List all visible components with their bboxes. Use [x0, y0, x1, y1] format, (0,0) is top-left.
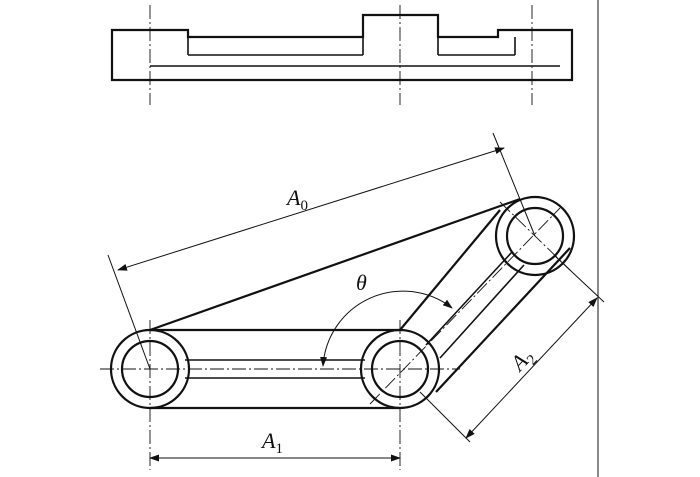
- plan-view: [100, 195, 576, 470]
- top-view: [110, 5, 574, 105]
- a2-dimension-line: [465, 297, 598, 439]
- link2-slot-upper: [425, 251, 513, 346]
- theta-arc: [320, 290, 453, 367]
- a0-extension-left: [107, 254, 151, 370]
- angle-theta: θ: [320, 270, 453, 367]
- theta-label: θ: [356, 270, 367, 295]
- centerline-link2: [369, 207, 561, 405]
- link2-edge-outer: [435, 247, 571, 393]
- link2-edge-inner: [399, 209, 501, 331]
- a1-label: A1: [260, 428, 283, 457]
- a2-extension-top: [554, 255, 605, 303]
- dimension-a1: A1: [149, 428, 401, 462]
- a0-dimension-line: [117, 147, 505, 271]
- joint-top-inner: [505, 206, 565, 266]
- a2-extension-bottom: [419, 391, 471, 443]
- a2-label: A2: [504, 343, 541, 380]
- dimension-a0: A0: [107, 132, 536, 370]
- top-view-outline: [110, 13, 574, 82]
- a0-label: A0: [285, 185, 308, 214]
- link0-edge: [149, 197, 521, 332]
